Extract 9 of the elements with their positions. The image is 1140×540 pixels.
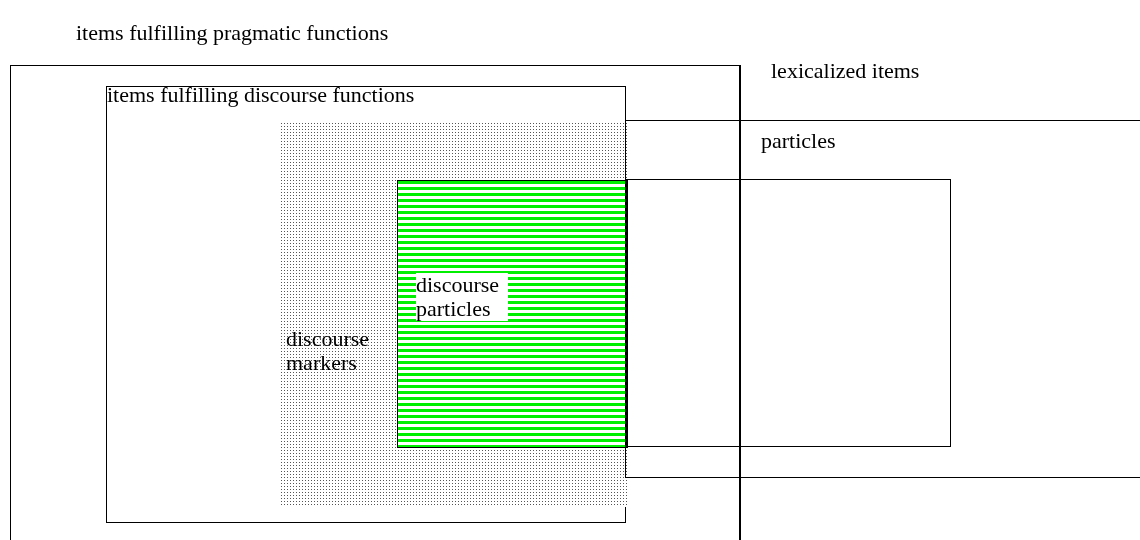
set-box [106, 86, 626, 523]
region-label: items fulfilling discourse functions [107, 83, 415, 107]
region-label: items fulfilling pragmatic functions [76, 21, 389, 45]
striped-region [397, 180, 628, 448]
region-label: lexicalized items [771, 59, 920, 83]
set-box [625, 120, 1140, 478]
region-label: discourse particles [416, 273, 508, 321]
region-label: particles [761, 129, 836, 153]
region-label: discourse markers [286, 327, 371, 375]
